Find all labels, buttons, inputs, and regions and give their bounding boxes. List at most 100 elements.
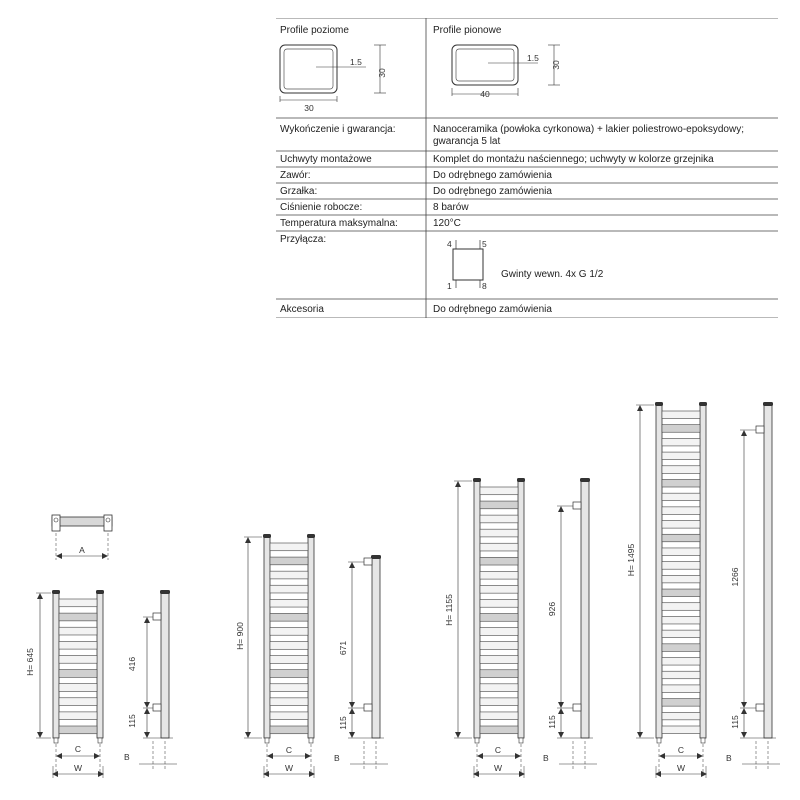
connections-diagram [452,240,484,288]
radiator-rail [269,725,309,735]
radiator-front-view [36,590,104,778]
row-label: Wykończenie i gwarancja: [280,124,396,135]
dimension-w: W [74,763,82,773]
radiator-rail [661,670,701,680]
row-value: Do odrębnego zamówienia [433,170,552,181]
profile-horizontal-label: Profile poziome [280,25,349,36]
radiator-rail [479,725,519,735]
radiator-side-view [740,402,780,770]
collector-cap [160,590,170,594]
radiator-rail [269,570,309,580]
radiator-side-view [139,590,177,770]
collector-cap [52,590,60,594]
top-view-dimension-a: A [79,545,85,555]
dimension-c: C [495,745,501,755]
radiator-rail [661,410,701,419]
radiator-rail [479,613,519,622]
side-collector [371,557,381,739]
dimension-w: W [285,763,293,773]
bottom-offset: 115 [547,715,557,729]
spec-table: Profile poziome Profile pionowe 1.5 30 3… [276,18,778,318]
dimension-b: B [543,753,549,763]
radiator-rail [58,711,98,720]
radiator-rail [661,492,701,502]
radiator-rail [58,683,98,692]
radiator-rail [661,616,701,625]
dimension-c: C [678,745,684,755]
radiator-rail [661,643,701,652]
radiator-rail [479,683,519,692]
height-dimension: H= 1495 [626,544,636,577]
radiator-rail [479,669,519,678]
radiator-rail [269,641,309,650]
radiator-rail [661,520,701,529]
collector-cap [473,478,481,482]
row-value: Nanoceramika (powłoka cyrkonowa) + lakie… [433,124,744,135]
radiator-rail [661,698,701,707]
radiator-rail [269,669,309,678]
collector-cap [517,478,525,482]
collector-cap [655,402,663,406]
profile-vertical-height: 30 [551,60,561,70]
wall-bracket [572,703,582,712]
radiator-rail [661,602,701,611]
row-label: Temperatura maksymalna: [280,218,398,229]
bottom-offset: 115 [730,715,740,729]
radiator-rail [479,711,519,720]
radiator-rail [661,465,701,474]
wall-bracket [755,703,765,712]
radiator-rail [269,556,309,566]
radiator-drawings: A H= 645 416 115 C W B H= 900 671 115 C … [25,402,780,778]
radiator-rail [269,697,309,706]
radiator-rail [269,542,309,552]
radiator-model: H= 900 671 115 C W B [235,534,388,778]
profile-horizontal-drawing [279,44,386,102]
radiator-rail [58,725,98,735]
connection-spacing: 926 [547,602,557,616]
radiator-rail [661,629,701,638]
radiator-rail [661,451,701,460]
radiator-rail [58,626,98,636]
left-collector [655,404,663,739]
radiator-rail [661,424,701,433]
wall-bracket [572,501,582,510]
row-value: Do odrębnego zamówienia [433,186,552,197]
accessories-label: Akcesoria [280,304,324,315]
radiator-rail [58,598,98,608]
side-collector [160,592,170,739]
row-value: 120°C [433,218,461,229]
row-value: Komplet do montażu naściennego; uchwyty … [433,154,714,165]
radiator-rail [661,657,701,666]
right-collector [517,480,525,739]
connector-stub [518,737,524,744]
profile-vertical-drawing [451,44,560,96]
dimension-w: W [677,763,685,773]
accessories-value: Do odrębnego zamówienia [433,304,552,315]
collector-cap [580,478,590,482]
dimension-w: W [494,763,502,773]
radiator-rail [269,627,309,636]
collector-cap [96,590,104,594]
connection-point-label: 1 [447,281,452,291]
profile-horizontal-width: 30 [304,103,314,113]
connections-label: Przyłącza: [280,234,326,245]
radiator-rail [269,711,309,720]
profile-vertical-wall: 1.5 [527,53,539,63]
radiator-rail [479,627,519,636]
row-label: Grzałka: [280,186,317,197]
row-label: Zawór: [280,170,311,181]
radiator-rail [58,697,98,706]
height-dimension: H= 1155 [444,594,454,626]
dimension-c: C [286,745,292,755]
profile-horizontal-height: 30 [377,68,387,78]
radiator-rail [661,712,701,721]
connector-stub [53,737,59,744]
collector-cap [371,555,381,559]
connections-description: Gwinty wewn. 4x G 1/2 [501,269,604,280]
height-dimension: H= 645 [25,648,35,676]
collector-cap [263,534,271,538]
radiator-rail [479,486,519,496]
radiator-rail [269,584,309,594]
radiator-front-view [454,478,525,778]
radiator-rail [661,725,701,734]
